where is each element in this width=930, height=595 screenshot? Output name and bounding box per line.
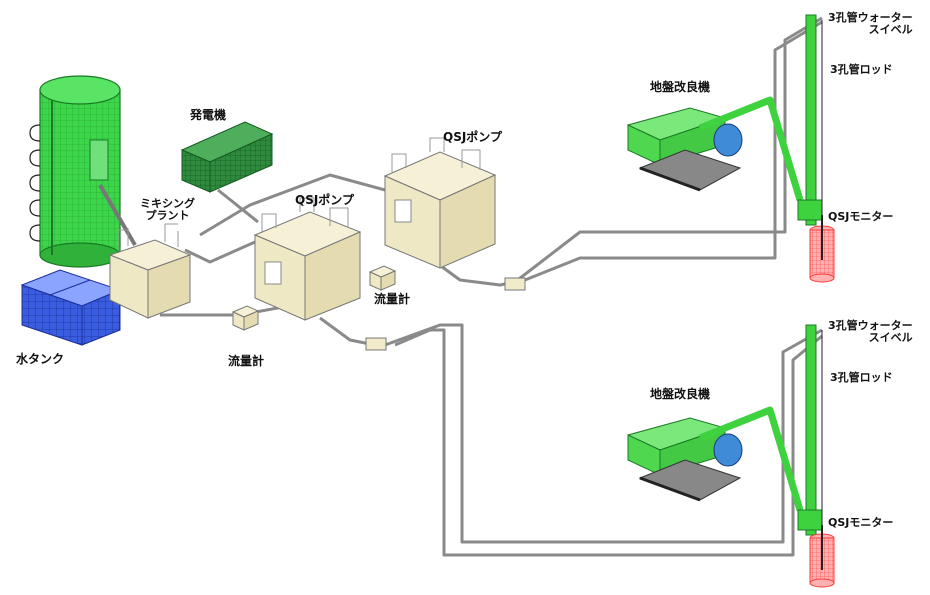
pipe-to-top-rig — [514, 16, 823, 284]
ground-improver-top — [626, 96, 804, 202]
pipe-to-bottom-rig-2 — [394, 328, 823, 557]
generator — [180, 121, 274, 193]
swivel-top-label-line2: スイベル — [868, 23, 913, 36]
swivel-bottom-label: 3孔管ウォーター スイベル — [828, 320, 913, 344]
mixing-plant-label-line2: プラント — [145, 209, 190, 222]
water-tank-label: 水タンク — [16, 352, 65, 366]
pipe-generator-to-plant — [217, 188, 259, 224]
qsj-pump-2-label: QSJポンプ — [443, 130, 502, 144]
swivel-bottom-label-line2: スイベル — [868, 331, 913, 344]
flowmeter-2-label: 流量計 — [374, 292, 411, 306]
pipe-plant-to-pump1 — [184, 240, 256, 264]
mixing-plant-label-line1: ミキシング — [140, 197, 195, 210]
qsj-pump-1 — [253, 197, 362, 321]
leader-mast-top — [797, 14, 823, 226]
qsj-pump-2 — [383, 137, 497, 269]
pipe-network — [160, 16, 823, 557]
mixing-plant — [108, 223, 192, 319]
monitor-bottom-label: QSJモニター — [828, 516, 894, 529]
generator-label: 発電機 — [190, 108, 227, 122]
silo — [29, 75, 137, 268]
flowmeter-1-label: 流量計 — [228, 354, 265, 368]
swivel-top-label: 3孔管ウォーター スイベル — [828, 12, 913, 36]
pipe-to-top-rig-2 — [519, 20, 823, 284]
ground-improver-bottom-label: 地盤改良機 — [650, 387, 711, 401]
monitor-column-bottom — [809, 525, 835, 588]
rod-bottom-label: 3孔管ロッド — [830, 371, 893, 384]
ground-improver-top-label: 地盤改良機 — [650, 80, 711, 94]
flowmeter-4-device — [504, 277, 526, 291]
monitor-column-top — [809, 215, 835, 283]
mixing-plant-label: ミキシング プラント — [140, 198, 195, 222]
flowmeter-3-device — [365, 337, 387, 351]
swivel-bottom-label-line1: 3孔管ウォーター — [828, 319, 913, 332]
flowmeter-1-device — [231, 305, 260, 331]
pipe-to-bottom-rig — [384, 323, 823, 544]
pipe-plant-to-pump2 — [199, 173, 386, 237]
flowmeter-2-device — [368, 265, 397, 291]
leader-mast-bottom — [797, 324, 823, 536]
water-tank — [20, 269, 122, 346]
monitor-top-label: QSJモニター — [828, 210, 894, 223]
swivel-top-label-line1: 3孔管ウォーター — [828, 11, 913, 24]
qsj-pump-1-label: QSJポンプ — [295, 193, 354, 207]
ground-improver-bottom — [626, 406, 804, 512]
rod-top-label: 3孔管ロッド — [830, 63, 893, 76]
